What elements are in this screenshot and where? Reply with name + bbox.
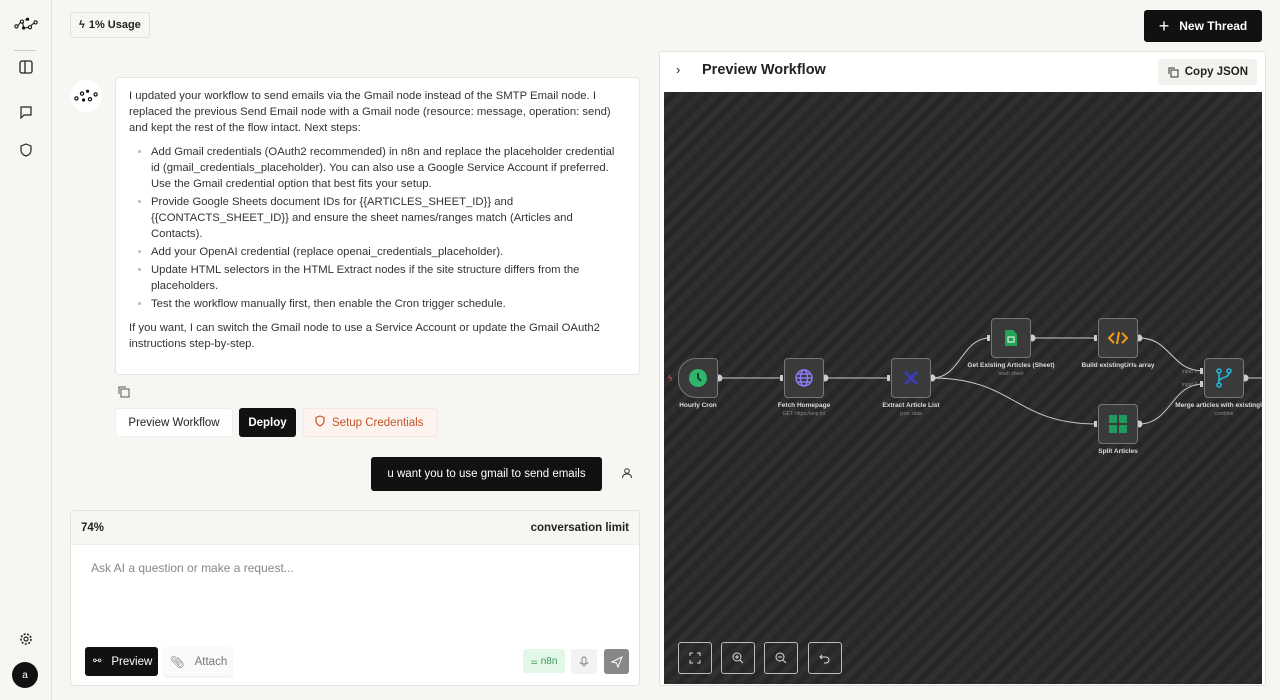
list-item: Test the workflow manually first, then e… xyxy=(151,296,626,312)
reset-button[interactable] xyxy=(808,642,842,674)
workflow-node-cron[interactable] xyxy=(678,358,718,398)
fit-view-button[interactable] xyxy=(678,642,712,674)
split-icon xyxy=(1109,415,1127,433)
limit-percent: 74% xyxy=(81,521,105,534)
limit-label: conversation limit xyxy=(530,521,629,534)
copy-icon xyxy=(1168,67,1179,78)
preview-toggle-button[interactable]: ⚯Preview xyxy=(85,647,158,676)
new-thread-button[interactable]: +New Thread xyxy=(1144,10,1262,42)
collapse-chevron-icon[interactable]: › xyxy=(676,62,681,77)
send-icon xyxy=(610,655,623,668)
trigger-bolt-icon: ϟ xyxy=(668,374,673,383)
shield-icon[interactable] xyxy=(14,138,38,162)
toggle-sidebar-icon[interactable] xyxy=(14,55,38,79)
send-button[interactable] xyxy=(604,649,629,674)
edge-extract-split xyxy=(931,377,1098,425)
setup-credentials-button[interactable]: Setup Credentials xyxy=(303,408,438,437)
microphone-icon xyxy=(579,656,589,667)
workflow-canvas[interactable]: ϟ input 1 input 2 Hourly Cron Fetch Homepag… xyxy=(664,92,1262,684)
preview-workflow-pane: › Preview Workflow Copy JSON ϟ input 1 inp… xyxy=(659,51,1266,686)
node-label: Hourly Cron xyxy=(679,402,717,409)
list-item: Update HTML selectors in the HTML Extrac… xyxy=(151,262,626,294)
zoom-out-button[interactable] xyxy=(764,642,798,674)
build-icon xyxy=(1108,331,1128,345)
node-subtitle: read: sheet xyxy=(998,371,1024,377)
zoom-out-icon xyxy=(775,652,787,664)
list-item: Add Gmail credentials (OAuth2 recommende… xyxy=(151,144,626,192)
copy-json-button[interactable]: Copy JSON xyxy=(1157,59,1257,85)
composer: 74%conversation limit ⚯Preview 📎︎Attach … xyxy=(70,510,640,686)
next-steps-list: Add Gmail credentials (OAuth2 recommende… xyxy=(151,144,626,312)
paperclip-icon: 📎︎ xyxy=(170,656,185,669)
sheet-icon xyxy=(1004,329,1018,347)
node-subtitle: GET: https://anp.tn/ xyxy=(782,411,826,417)
user-message: u want you to use gmail to send emails xyxy=(371,457,602,491)
user-icon xyxy=(621,466,633,484)
zoom-in-button[interactable] xyxy=(721,642,755,674)
workflow-node-fetch[interactable] xyxy=(784,358,824,398)
undo-icon xyxy=(819,654,830,664)
user-avatar[interactable]: a xyxy=(12,662,38,688)
node-subtitle: combine xyxy=(1214,411,1234,417)
fullscreen-icon xyxy=(689,652,701,664)
merge-input-2: input 2 xyxy=(1182,382,1197,388)
workflow-edges: ϟ input 1 input 2 xyxy=(668,334,1262,428)
fetch-icon xyxy=(794,368,814,388)
microphone-button[interactable] xyxy=(571,649,597,674)
edge-build-merge xyxy=(1138,337,1204,372)
platform-badge[interactable]: ⚌n8n xyxy=(523,649,565,673)
sidebar: a xyxy=(0,0,52,700)
workflow-node-split[interactable] xyxy=(1098,404,1138,444)
cron-icon xyxy=(688,368,708,388)
message-input[interactable] xyxy=(91,561,621,621)
node-label: Get Existing Articles (Sheet)read: sheet xyxy=(956,362,1066,378)
plus-icon: + xyxy=(1158,15,1170,36)
shield-icon xyxy=(314,415,326,430)
logo-icon xyxy=(14,12,38,36)
workflow-node-extract[interactable] xyxy=(891,358,931,398)
lightning-icon: ϟ xyxy=(79,19,85,31)
workflow-node-build[interactable] xyxy=(1098,318,1138,358)
edge-split-merge xyxy=(1138,383,1204,425)
attach-button[interactable]: 📎︎Attach xyxy=(164,647,232,676)
workflow-node-merge[interactable] xyxy=(1204,358,1244,398)
preview-workflow-button[interactable]: Preview Workflow xyxy=(115,408,233,437)
merge-icon xyxy=(1215,368,1233,388)
merge-input-1: input 1 xyxy=(1182,369,1197,375)
pane-title: Preview Workflow xyxy=(702,62,826,78)
settings-icon[interactable] xyxy=(14,627,38,651)
node-label: Build existingUrls array xyxy=(1081,362,1155,369)
copy-message-icon[interactable] xyxy=(117,385,130,403)
assistant-avatar xyxy=(70,80,102,112)
node-label: Split Articles xyxy=(1098,448,1138,455)
workflow-icon: ⚯ xyxy=(93,656,102,667)
workflow-node-sheet[interactable] xyxy=(991,318,1031,358)
deploy-button[interactable]: Deploy xyxy=(239,408,296,437)
chat-icon[interactable] xyxy=(14,100,38,124)
assistant-message: I updated your workflow to send emails v… xyxy=(115,77,640,375)
list-item: Provide Google Sheets document IDs for {… xyxy=(151,194,626,242)
list-item: Add your OpenAI credential (replace open… xyxy=(151,244,626,260)
edge-extract-sheet xyxy=(931,337,991,379)
node-label: Merge articles with existingUrlscombine xyxy=(1169,402,1262,418)
zoom-in-icon xyxy=(732,652,744,664)
node-subtitle: json: data xyxy=(900,411,922,417)
extract-icon xyxy=(901,368,921,388)
sliders-icon: ⚌ xyxy=(530,656,538,666)
